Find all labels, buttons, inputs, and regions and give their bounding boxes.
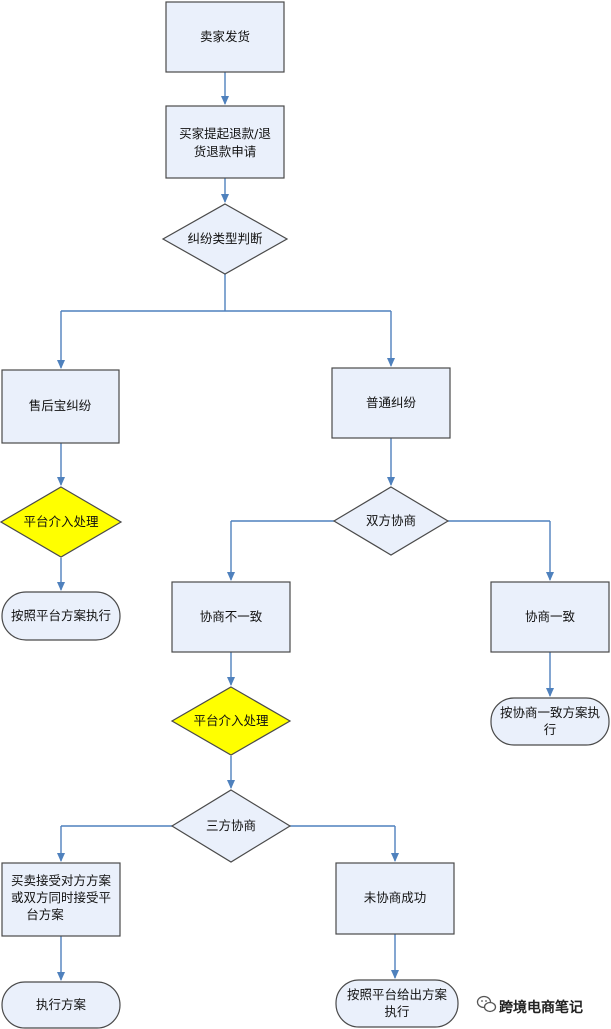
decision-platform-intervene-mid: 平台介入处理 bbox=[170, 686, 292, 756]
wechat-icon bbox=[476, 995, 497, 1013]
node-seller-ship: 卖家发货 bbox=[165, 1, 285, 73]
terminal-follow-platform-final: 按照平台给出方案 执行 bbox=[335, 979, 459, 1028]
terminal-follow-platform-final-label-1: 按照平台给出方案 bbox=[347, 987, 448, 1002]
node-seller-ship-label: 卖家发货 bbox=[200, 29, 250, 44]
node-accept-plan-label-1: 买卖接受对方方案 bbox=[11, 873, 112, 888]
node-disagree-label: 协商不一致 bbox=[200, 609, 263, 624]
terminal-follow-platform-left-label: 按照平台方案执行 bbox=[11, 608, 111, 623]
decision-platform-intervene-mid-label: 平台介入处理 bbox=[193, 713, 269, 728]
node-agree: 协商一致 bbox=[490, 581, 610, 653]
watermark-text: 跨境电商笔记 bbox=[499, 999, 583, 1016]
connectors bbox=[57, 72, 554, 981]
node-accept-plan-label-2: 或双方同时接受平 bbox=[11, 890, 111, 905]
decision-platform-intervene-left-label: 平台介入处理 bbox=[23, 514, 99, 529]
decision-dispute-type: 纠纷类型判断 bbox=[161, 203, 289, 275]
decision-dispute-type-label: 纠纷类型判断 bbox=[187, 231, 262, 246]
node-accept-plan: 买卖接受对方方案 或双方同时接受平 台方案 bbox=[1, 862, 121, 937]
decision-platform-intervene-left: 平台介入处理 bbox=[0, 486, 123, 558]
terminal-follow-agreed-label-2: 行 bbox=[544, 722, 557, 737]
terminal-execute-plan: 执行方案 bbox=[1, 981, 121, 1029]
decision-trilateral: 三方协商 bbox=[170, 789, 292, 863]
terminal-follow-agreed-label-1: 按协商一致方案执 bbox=[500, 705, 601, 720]
decision-bilateral: 双方协商 bbox=[332, 486, 450, 556]
node-after-sales: 售后宝纠纷 bbox=[1, 369, 120, 444]
node-disagree: 协商不一致 bbox=[171, 581, 291, 653]
node-after-sales-label: 售后宝纠纷 bbox=[29, 398, 92, 413]
node-not-agreed-label: 未协商成功 bbox=[364, 890, 427, 905]
watermark: 跨境电商笔记 bbox=[476, 995, 583, 1016]
node-buyer-request-label-1: 买家提起退款/退 bbox=[179, 126, 271, 141]
node-not-agreed: 未协商成功 bbox=[335, 862, 455, 935]
node-buyer-request-label-2: 货退款申请 bbox=[194, 144, 257, 159]
decision-trilateral-label: 三方协商 bbox=[206, 818, 256, 833]
terminal-follow-platform-left: 按照平台方案执行 bbox=[1, 591, 121, 641]
node-normal-dispute-label: 普通纠纷 bbox=[366, 395, 417, 410]
terminal-follow-agreed: 按协商一致方案执 行 bbox=[490, 697, 610, 746]
terminal-execute-plan-label: 执行方案 bbox=[36, 997, 87, 1012]
decision-bilateral-label: 双方协商 bbox=[366, 513, 416, 528]
node-agree-label: 协商一致 bbox=[525, 609, 576, 624]
node-buyer-request: 买家提起退款/退 货退款申请 bbox=[165, 105, 285, 179]
node-normal-dispute: 普通纠纷 bbox=[331, 367, 451, 439]
node-accept-plan-label-3: 台方案 bbox=[26, 907, 64, 922]
terminal-follow-platform-final-label-2: 执行 bbox=[384, 1004, 409, 1019]
